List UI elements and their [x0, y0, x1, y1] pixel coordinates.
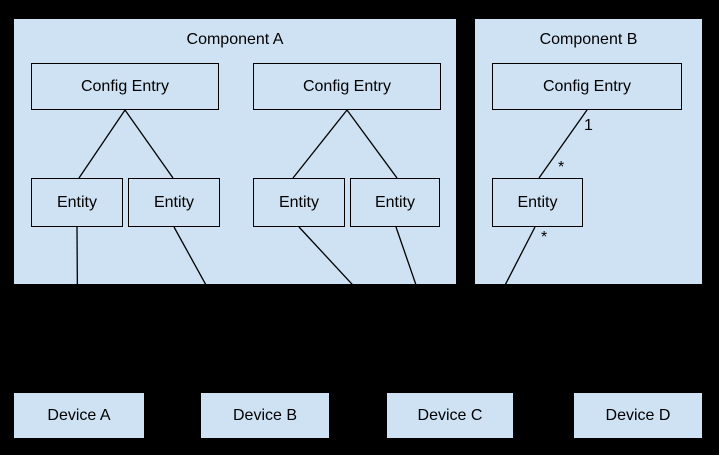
config-entry-a2-box: Config Entry: [253, 63, 441, 110]
entity-a3-box: Entity: [253, 178, 345, 227]
device-c-box: Device C: [386, 392, 514, 439]
device-d-box: Device D: [573, 392, 703, 439]
multiplicity-star-lower-label: *: [541, 229, 548, 246]
device-a-box: Device A: [13, 392, 145, 439]
device-b-box: Device B: [200, 392, 330, 439]
config-entry-a1-box: Config Entry: [31, 63, 219, 110]
multiplicity-star-upper-label: *: [558, 159, 565, 176]
component-b-box: Component B: [474, 18, 703, 285]
entity-a4-box: Entity: [350, 178, 440, 227]
component-b-title: Component B: [539, 31, 638, 48]
entity-a2-box: Entity: [128, 178, 220, 227]
entity-b-box: Entity: [492, 178, 583, 227]
multiplicity-one-label: 1: [584, 117, 593, 134]
config-entry-b-box: Config Entry: [492, 63, 682, 110]
component-a-title: Component A: [186, 31, 284, 48]
component-a-box: Component A: [13, 18, 457, 285]
entity-a1-box: Entity: [31, 178, 123, 227]
